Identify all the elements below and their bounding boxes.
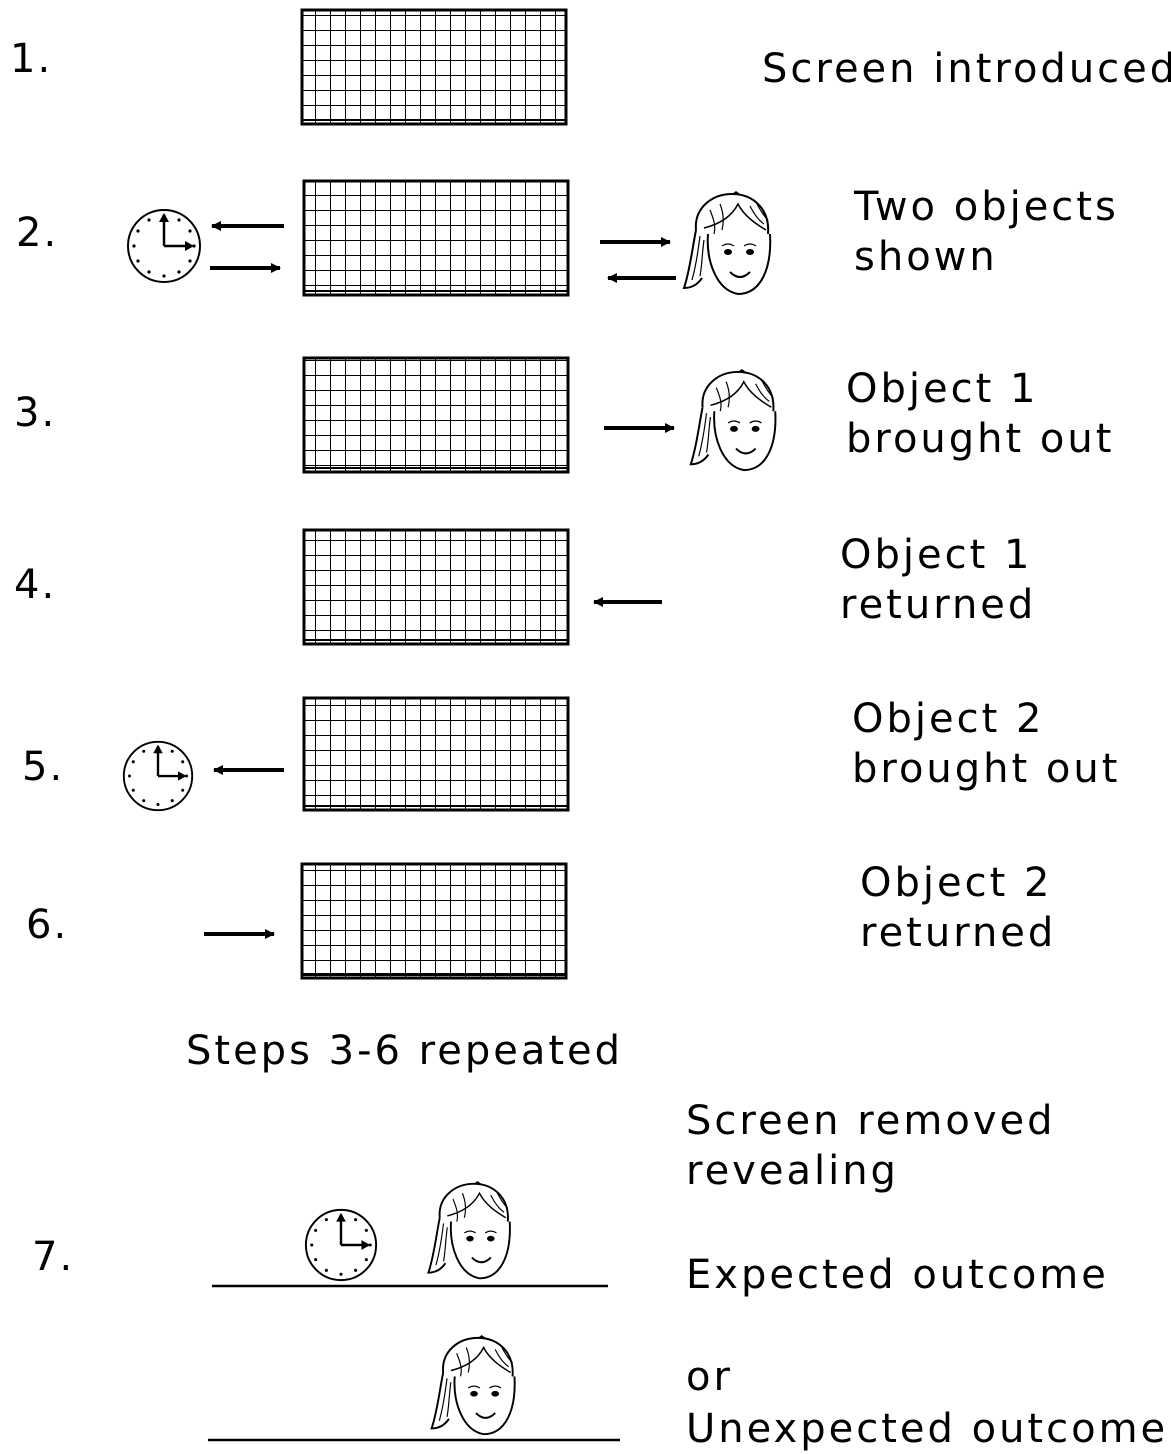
repeat-note: Steps 3-6 repeated [186,1028,624,1074]
step-3-face-icon [689,368,777,472]
step-2-screen [302,179,570,297]
step-6-number: 6. [26,902,69,948]
step-2-number: 2. [16,210,59,256]
step-1-caption: Screen introduced [762,46,1171,92]
step-4-screen [302,528,570,646]
step-5-caption-line2: brought out [852,746,1121,792]
final-caption-line1: Screen removed [686,1098,1056,1144]
step-2-caption-line2: shown [854,234,998,280]
step-4-caption-line1: Object 1 [840,532,1033,578]
step-1-number: 1. [10,36,53,82]
expected-face-icon [427,1180,511,1280]
step-3-number: 3. [14,390,57,436]
or-label: or [686,1354,733,1400]
step-4-caption-line2: returned [840,582,1037,628]
final-caption-line2: revealing [686,1148,899,1194]
step-7-number: 7. [32,1234,75,1280]
step-3-caption-line1: Object 1 [846,366,1039,412]
expected-clock-icon [304,1208,378,1282]
step-2-face-icon [683,190,772,295]
step-2-clock-icon [126,208,202,284]
unexpected-outcome-label: Unexpected outcome [686,1406,1169,1452]
step-3-screen [302,356,570,474]
step-6-caption-line2: returned [860,910,1057,956]
step-5-screen [302,696,570,812]
step-6-screen [300,862,568,980]
step-1-screen [300,8,568,126]
unexpected-face-icon [430,1334,516,1436]
expected-outcome-label: Expected outcome [686,1252,1109,1298]
step-4-number: 4. [14,562,57,608]
step-5-clock-icon [122,740,194,812]
step-5-caption-line1: Object 2 [852,696,1045,742]
step-6-caption-line1: Object 2 [860,860,1053,906]
step-5-number: 5. [22,744,65,790]
step-2-caption-line1: Two objects [854,184,1119,230]
step-3-caption-line2: brought out [846,416,1115,462]
